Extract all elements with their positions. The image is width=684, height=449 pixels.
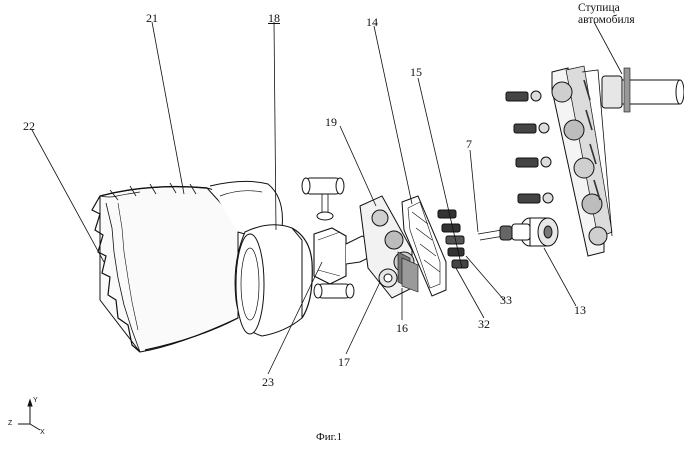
leader-lines — [31, 21, 623, 375]
axis-label-y: Y — [33, 397, 38, 404]
label-21: 21 — [146, 11, 158, 25]
wheel-drum — [234, 224, 313, 337]
label-22: 22 — [23, 119, 35, 133]
label-18: 18 — [268, 11, 280, 25]
label-32: 32 — [478, 317, 490, 331]
label-16: 16 — [396, 321, 408, 335]
figure-caption: Фиг.1 — [316, 431, 343, 443]
label-13: 13 — [574, 303, 586, 317]
right-chain-assembly — [505, 65, 613, 257]
label-17: 17 — [338, 355, 350, 369]
label-15: 15 — [410, 65, 422, 79]
chain-plate — [401, 195, 447, 297]
label-33: 33 — [500, 293, 512, 307]
label-7: 7 — [466, 137, 472, 151]
axis-label-x: X — [40, 429, 45, 436]
axis-triad — [18, 398, 41, 431]
axis-label-z: Z — [8, 420, 13, 427]
hub-bearing — [511, 217, 559, 247]
bolts-group — [437, 209, 513, 269]
label-14: 14 — [366, 15, 378, 29]
hub-label-line2: автомобиля — [578, 14, 635, 26]
label-23: 23 — [262, 375, 274, 389]
hub-label-line1: Ступица — [578, 2, 620, 14]
vehicle-hub-shaft — [601, 67, 684, 113]
label-19: 19 — [325, 115, 337, 129]
chain-case — [359, 195, 419, 299]
vehicle-hub-label: Ступица автомобиля — [578, 2, 684, 26]
track-drum — [91, 182, 239, 353]
